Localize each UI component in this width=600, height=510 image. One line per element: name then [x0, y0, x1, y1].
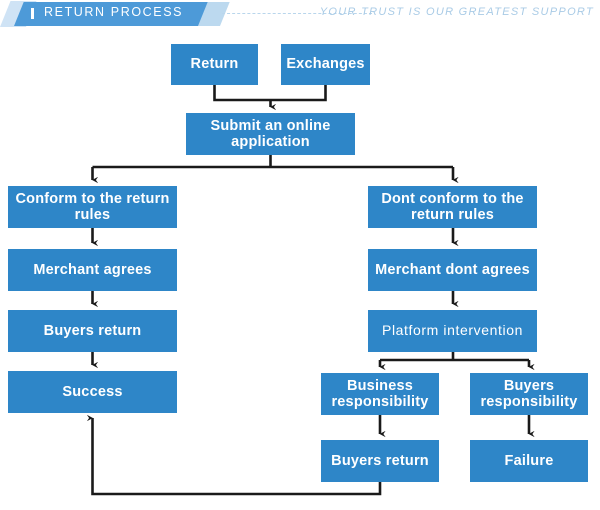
- page-title: RETURN PROCESS: [44, 5, 184, 19]
- node-return-label: Return: [190, 56, 239, 73]
- node-buyers-resp-label: Buyers responsibility: [480, 377, 578, 410]
- node-return[interactable]: Return: [171, 44, 258, 85]
- node-merchant-agrees-label: Merchant agrees: [33, 261, 152, 278]
- header-tagline: YOUR TRUST IS OUR GREATEST SUPPORT: [319, 6, 594, 18]
- node-submit-application[interactable]: Submit an online application: [186, 113, 355, 155]
- node-buyers-return-left[interactable]: Buyers return: [8, 310, 177, 352]
- node-dont-conform-label: Dont conform to the return rules: [381, 190, 524, 223]
- node-buyers-return-left-label: Buyers return: [43, 322, 142, 339]
- node-failure[interactable]: Failure: [470, 440, 588, 482]
- header-bullet-icon: [31, 8, 34, 19]
- node-submit-label: Submit an online application: [210, 117, 331, 150]
- page-header: RETURN PROCESS YOUR TRUST IS OUR GREATES…: [0, 0, 600, 28]
- flowchart-canvas: Return Exchanges Submit an online applic…: [0, 28, 600, 510]
- node-conform-label: Conform to the return rules: [15, 190, 170, 223]
- node-exchanges[interactable]: Exchanges: [281, 44, 370, 85]
- node-merchant-dont-label: Merchant dont agrees: [375, 261, 530, 278]
- node-success-label: Success: [62, 383, 123, 400]
- node-business-resp-label: Business responsibility: [331, 377, 429, 410]
- header-divider: [222, 13, 372, 14]
- node-platform-intervention[interactable]: Platform intervention: [368, 310, 537, 352]
- node-buyers-return-bottom-label: Buyers return: [331, 452, 429, 469]
- node-dont-conform-rules[interactable]: Dont conform to the return rules: [368, 186, 537, 228]
- node-merchant-agrees[interactable]: Merchant agrees: [8, 249, 177, 291]
- node-buyers-responsibility[interactable]: Buyers responsibility: [470, 373, 588, 415]
- node-buyers-return-bottom[interactable]: Buyers return: [321, 440, 439, 482]
- node-exchanges-label: Exchanges: [286, 56, 365, 73]
- node-success[interactable]: Success: [8, 371, 177, 413]
- flowchart-connectors: [86, 85, 535, 496]
- node-failure-label: Failure: [504, 452, 554, 469]
- node-business-responsibility[interactable]: Business responsibility: [321, 373, 439, 415]
- node-merchant-dont-agrees[interactable]: Merchant dont agrees: [368, 249, 537, 291]
- node-conform-rules[interactable]: Conform to the return rules: [8, 186, 177, 228]
- node-platform-label: Platform intervention: [382, 322, 523, 339]
